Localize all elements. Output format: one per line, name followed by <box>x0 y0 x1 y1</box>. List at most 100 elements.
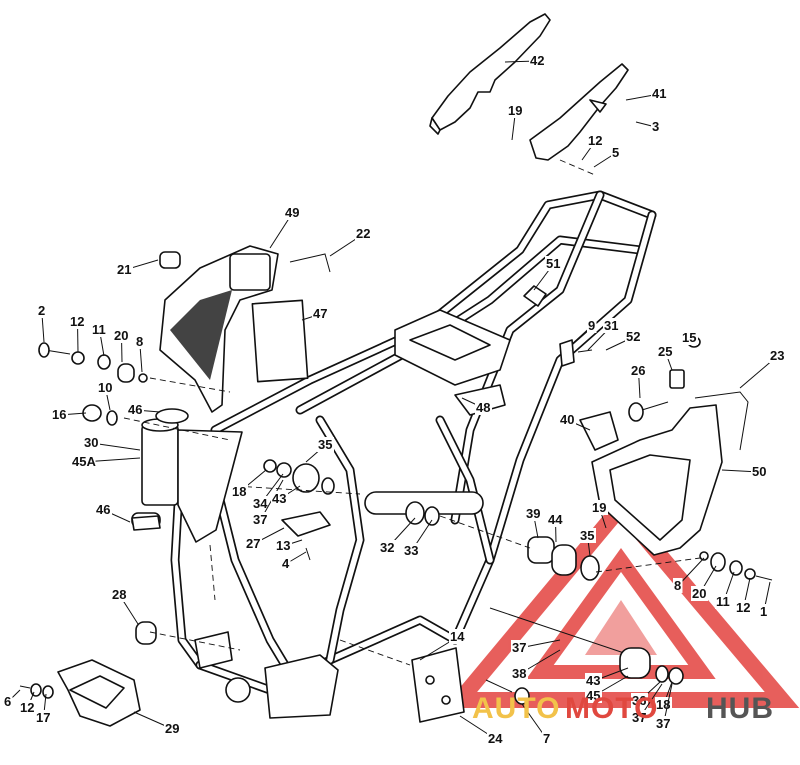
callout-bg-49 <box>284 205 301 220</box>
callout-bg-3 <box>651 119 661 134</box>
callout-label-32: 32 <box>380 540 394 555</box>
side-cover <box>591 404 723 556</box>
callout-bg-19 <box>591 500 608 515</box>
right-front-hardware <box>699 551 773 581</box>
callout-label-44: 44 <box>548 512 563 527</box>
callout-label-13: 13 <box>276 538 290 553</box>
callout-bg-29 <box>164 721 181 736</box>
callout-bg-26 <box>630 363 647 378</box>
callout-bg-17 <box>35 710 52 725</box>
watermark-text: AUTO MOTO HUB <box>472 692 773 725</box>
callout-label-45a: 45A <box>72 454 96 469</box>
callout-label-41: 41 <box>652 86 666 101</box>
callout-label-8: 8 <box>674 578 681 593</box>
steering-head <box>141 418 243 543</box>
callout-label-1: 1 <box>760 604 767 619</box>
callout-bg-20 <box>113 328 130 343</box>
callout-label-30: 30 <box>84 435 98 450</box>
callout-bg-10 <box>97 380 114 395</box>
callout-label-43: 43 <box>272 491 286 506</box>
callout-bg-4 <box>281 556 291 571</box>
callout-label-33: 33 <box>404 543 418 558</box>
callout-label-19: 19 <box>592 500 606 515</box>
callout-label-20: 20 <box>692 586 706 601</box>
callout-bg-47 <box>312 306 329 321</box>
callout-bg-12 <box>69 314 86 329</box>
callout-label-11: 11 <box>92 322 106 337</box>
nut-16-washer-10 <box>82 404 118 426</box>
callout-label-27: 27 <box>246 536 260 551</box>
plate-24 <box>411 647 465 723</box>
callout-bg-12 <box>587 133 604 148</box>
callout-bg-39 <box>525 506 542 521</box>
callout-bg-31 <box>603 318 620 333</box>
callout-bg-25 <box>657 344 674 359</box>
callout-label-24: 24 <box>488 731 503 746</box>
callout-label-37: 37 <box>632 710 646 725</box>
callout-bg-45a <box>71 454 96 469</box>
callout-label-5: 5 <box>612 145 619 160</box>
callout-bg-44 <box>547 512 564 527</box>
stud-26 <box>628 401 669 422</box>
callout-label-28: 28 <box>112 587 126 602</box>
callout-label-51: 51 <box>546 256 560 271</box>
callout-label-37: 37 <box>253 512 267 527</box>
callout-label-8: 8 <box>136 334 143 349</box>
engine-mount-left <box>263 459 335 495</box>
callout-bg-45 <box>585 688 602 703</box>
callout-bg-2 <box>37 303 47 318</box>
callout-bg-48 <box>475 400 492 415</box>
watermark-triangle-outer <box>442 495 800 708</box>
callout-bg-8 <box>135 334 145 349</box>
callout-label-52: 52 <box>626 329 640 344</box>
callout-bg-12 <box>735 600 752 615</box>
callout-bg-16 <box>51 407 68 422</box>
steering-bearing-top <box>155 408 189 424</box>
callout-bg-43 <box>585 673 602 688</box>
callout-label-46: 46 <box>128 402 142 417</box>
callout-bg-37 <box>252 512 269 527</box>
callout-bg-50 <box>751 464 768 479</box>
callout-bg-38 <box>511 666 528 681</box>
battery-tray <box>394 309 511 386</box>
callout-label-18: 18 <box>232 484 246 499</box>
pivot-right <box>527 536 600 581</box>
rear-motor-mount <box>264 654 339 719</box>
callout-label-22: 22 <box>356 226 370 241</box>
bracket-27 <box>281 511 331 537</box>
callout-label-23: 23 <box>770 348 784 363</box>
callout-label-48: 48 <box>476 400 490 415</box>
callout-label-47: 47 <box>313 306 327 321</box>
callout-label-12: 12 <box>70 314 84 329</box>
rear-rail-left <box>429 13 551 135</box>
callout-bg-46 <box>95 502 112 517</box>
callout-bg-22 <box>355 226 372 241</box>
rod-22 <box>289 253 331 273</box>
callout-label-15: 15 <box>682 330 696 345</box>
bolt-7 <box>485 679 530 705</box>
callout-bg-42 <box>529 53 546 68</box>
callout-bg-43 <box>271 491 288 506</box>
callout-bg-33 <box>403 543 420 558</box>
callout-label-37: 37 <box>656 716 670 731</box>
bracket-40 <box>579 411 619 451</box>
callout-label-20: 20 <box>114 328 128 343</box>
callout-bg-35 <box>579 528 596 543</box>
callout-label-12: 12 <box>588 133 602 148</box>
callout-label-39: 39 <box>526 506 540 521</box>
callout-label-34: 34 <box>253 496 268 511</box>
watermark-moto: MOTO <box>565 692 658 725</box>
callout-bg-8 <box>673 578 683 593</box>
callout-label-49: 49 <box>285 205 299 220</box>
callout-label-38: 38 <box>512 666 526 681</box>
callout-label-46: 46 <box>96 502 110 517</box>
watermark-triangle-core <box>585 600 657 655</box>
callout-bg-27 <box>245 536 262 551</box>
callout-bg-5 <box>611 145 621 160</box>
callout-bg-37 <box>631 710 648 725</box>
callout-bg-7 <box>542 731 552 746</box>
grommet-46-lower <box>131 515 161 531</box>
callout-bg-52 <box>625 329 642 344</box>
callout-bg-11 <box>91 322 108 337</box>
